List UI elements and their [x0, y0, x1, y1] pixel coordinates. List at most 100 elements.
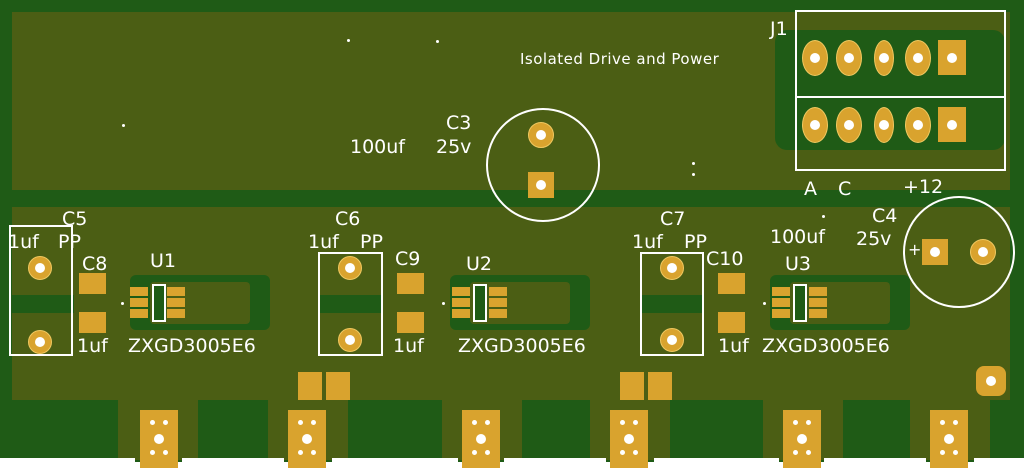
- c5-outline: [9, 225, 73, 356]
- u2-body: [473, 284, 487, 322]
- c9-label: C9: [395, 248, 421, 270]
- mounting-hole-pad: [976, 366, 1006, 396]
- edge-tab: [462, 410, 500, 468]
- c6-label: C6: [335, 208, 361, 230]
- c6-type: PP: [360, 231, 383, 253]
- u2-pin: [489, 298, 507, 307]
- c4-outline: [903, 196, 1015, 308]
- board-edge: [504, 458, 606, 468]
- c3-pad: [528, 122, 554, 148]
- c10-label: C10: [706, 248, 744, 270]
- via: [347, 39, 350, 42]
- c8-pad: [79, 273, 106, 294]
- c9-pad: [397, 312, 424, 333]
- board-edge: [0, 458, 135, 468]
- u1-body: [152, 284, 166, 322]
- board-edge: [332, 458, 458, 468]
- j1-divider: [795, 96, 1006, 98]
- c5-type: PP: [58, 231, 81, 253]
- c8-label: C8: [82, 253, 108, 275]
- u2-pin: [452, 287, 470, 296]
- c6-pad: [338, 256, 362, 280]
- u3-pin: [809, 298, 827, 307]
- j1-pin: [836, 107, 862, 143]
- board-edge: [182, 458, 284, 468]
- via: [442, 302, 445, 305]
- c7-type: PP: [684, 231, 707, 253]
- c10-pad: [718, 312, 745, 333]
- edge-tab: [783, 410, 821, 468]
- j1-pin: [836, 40, 862, 76]
- c3-pad-positive: [528, 172, 554, 198]
- smd-pad: [620, 372, 644, 400]
- c10-value: 1uf: [718, 335, 749, 357]
- c7-value: 1uf: [632, 231, 663, 253]
- c4-pad-positive: [922, 239, 948, 265]
- c5-label: C5: [62, 208, 88, 230]
- u1-pin: [167, 309, 185, 318]
- j1-outline: [795, 10, 1006, 171]
- c5-value: 1uf: [8, 231, 39, 253]
- board-edge: [824, 458, 926, 468]
- u1-label: U1: [150, 250, 176, 272]
- c7-outline: [640, 252, 704, 356]
- u3-pin: [772, 287, 790, 296]
- c7-pad: [660, 256, 684, 280]
- c7-split: [642, 295, 704, 313]
- c6-pad: [338, 328, 362, 352]
- c3-label: C3: [446, 112, 472, 134]
- c6-split: [320, 295, 382, 313]
- c4-voltage: 25v: [856, 228, 892, 250]
- j1-label: J1: [770, 18, 788, 40]
- c4-pad: [970, 239, 996, 265]
- smd-pad: [298, 372, 322, 400]
- j1-pin: [905, 40, 931, 76]
- c4-polarity: +: [908, 240, 922, 259]
- via: [763, 302, 766, 305]
- c8-pad: [79, 312, 106, 333]
- edge-tab: [610, 410, 648, 468]
- c7-pad: [660, 328, 684, 352]
- c3-outline: [486, 108, 600, 222]
- pin-label-c: C: [838, 178, 852, 200]
- u1-pin: [130, 287, 148, 296]
- c10-pad: [718, 273, 745, 294]
- c9-pad: [397, 273, 424, 294]
- u1-pad-pour: [150, 282, 250, 324]
- u2-pin: [489, 287, 507, 296]
- via: [122, 124, 125, 127]
- edge-tab: [140, 410, 178, 468]
- via: [822, 215, 825, 218]
- j1-pin: [874, 107, 894, 143]
- c3-voltage: 25v: [436, 136, 472, 158]
- u3-body: [793, 284, 807, 322]
- u1-pin: [130, 309, 148, 318]
- u3-part: ZXGD3005E6: [762, 335, 890, 357]
- c4-value: 100uf: [770, 226, 825, 248]
- c8-value: 1uf: [77, 335, 108, 357]
- c6-value: 1uf: [308, 231, 339, 253]
- u1-pin: [167, 298, 185, 307]
- u2-part: ZXGD3005E6: [458, 335, 586, 357]
- edge-tab: [288, 410, 326, 468]
- u1-part: ZXGD3005E6: [128, 335, 256, 357]
- u2-pin: [452, 298, 470, 307]
- via: [692, 173, 695, 176]
- u1-pin: [130, 298, 148, 307]
- u1-pin: [167, 287, 185, 296]
- c5-pad: [28, 330, 52, 354]
- via: [121, 302, 124, 305]
- via: [692, 162, 695, 165]
- j1-pin-1: [938, 40, 966, 75]
- j1-pin: [802, 40, 828, 76]
- c4-label: C4: [872, 205, 898, 227]
- u3-pin: [772, 298, 790, 307]
- u3-pin: [809, 287, 827, 296]
- board-edge: [654, 458, 779, 468]
- j1-pin: [905, 107, 931, 143]
- c9-value: 1uf: [393, 335, 424, 357]
- u2-pin: [489, 309, 507, 318]
- pin-label-a: A: [804, 178, 817, 200]
- u3-label: U3: [785, 253, 811, 275]
- via: [436, 40, 439, 43]
